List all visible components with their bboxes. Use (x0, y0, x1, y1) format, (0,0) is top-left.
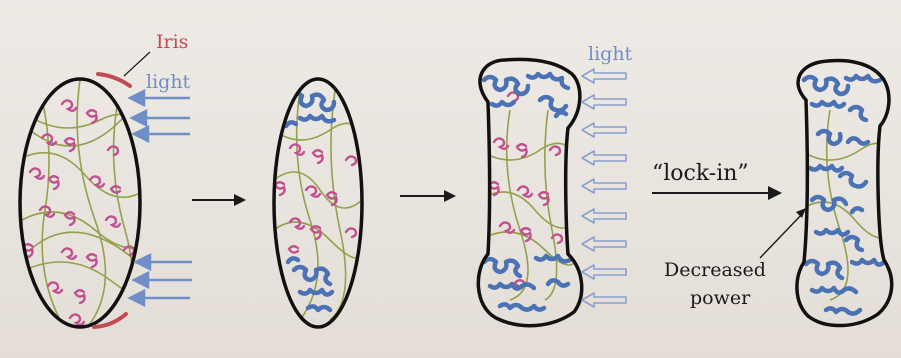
arrow-left-filled-icon (130, 291, 190, 305)
lens-body-dumbbell (478, 59, 581, 325)
lens-body-exposed (274, 79, 362, 327)
lens-body-locked (797, 61, 895, 326)
arrow-left-filled-icon (134, 127, 190, 141)
process-arrow-1 (192, 194, 246, 206)
decreased-power-pointer (760, 212, 804, 258)
light-label-1: light (146, 71, 191, 93)
blue-polymer-clusters (804, 76, 884, 314)
decreased-label-line2: power (690, 287, 751, 309)
arrow-left-filled-icon (130, 91, 190, 105)
lock-in-label: “lock-in” (652, 161, 749, 186)
pointer-arrowhead (796, 208, 806, 218)
arrow-left-hollow-icon (582, 293, 626, 307)
light-label-3: light (588, 43, 633, 65)
arrow-left-hollow-icon (582, 179, 626, 193)
arrow-left-hollow-icon (582, 237, 626, 251)
process-arrow-3 (652, 186, 782, 200)
arrow-right-icon (192, 194, 246, 206)
process-arrow-2 (400, 190, 456, 202)
decreased-label-line1: Decreased (664, 259, 766, 281)
arrow-left-filled-icon (136, 255, 192, 269)
light-arrows-filled-bottom (130, 255, 192, 305)
iris-arc-top (98, 74, 130, 86)
lens-body-initial (18, 79, 150, 330)
arrow-left-hollow-icon (582, 123, 626, 137)
arrow-right-icon (652, 186, 782, 200)
arrow-left-hollow-icon (582, 265, 626, 279)
light-arrows-hollow (582, 69, 626, 307)
arrow-left-filled-icon (134, 273, 192, 287)
arrow-right-icon (400, 190, 456, 202)
arrow-left-hollow-icon (582, 95, 626, 109)
pink-monomer-chains (275, 144, 356, 252)
arrow-left-hollow-icon (582, 209, 626, 223)
arrow-left-filled-icon (132, 111, 190, 125)
iris-label: Iris (156, 31, 188, 53)
arrow-left-hollow-icon (582, 69, 626, 83)
arrow-left-hollow-icon (582, 151, 626, 165)
lens-outline (797, 61, 892, 326)
light-arrows-filled-top (130, 91, 190, 141)
blue-polymer-clusters (286, 93, 334, 310)
